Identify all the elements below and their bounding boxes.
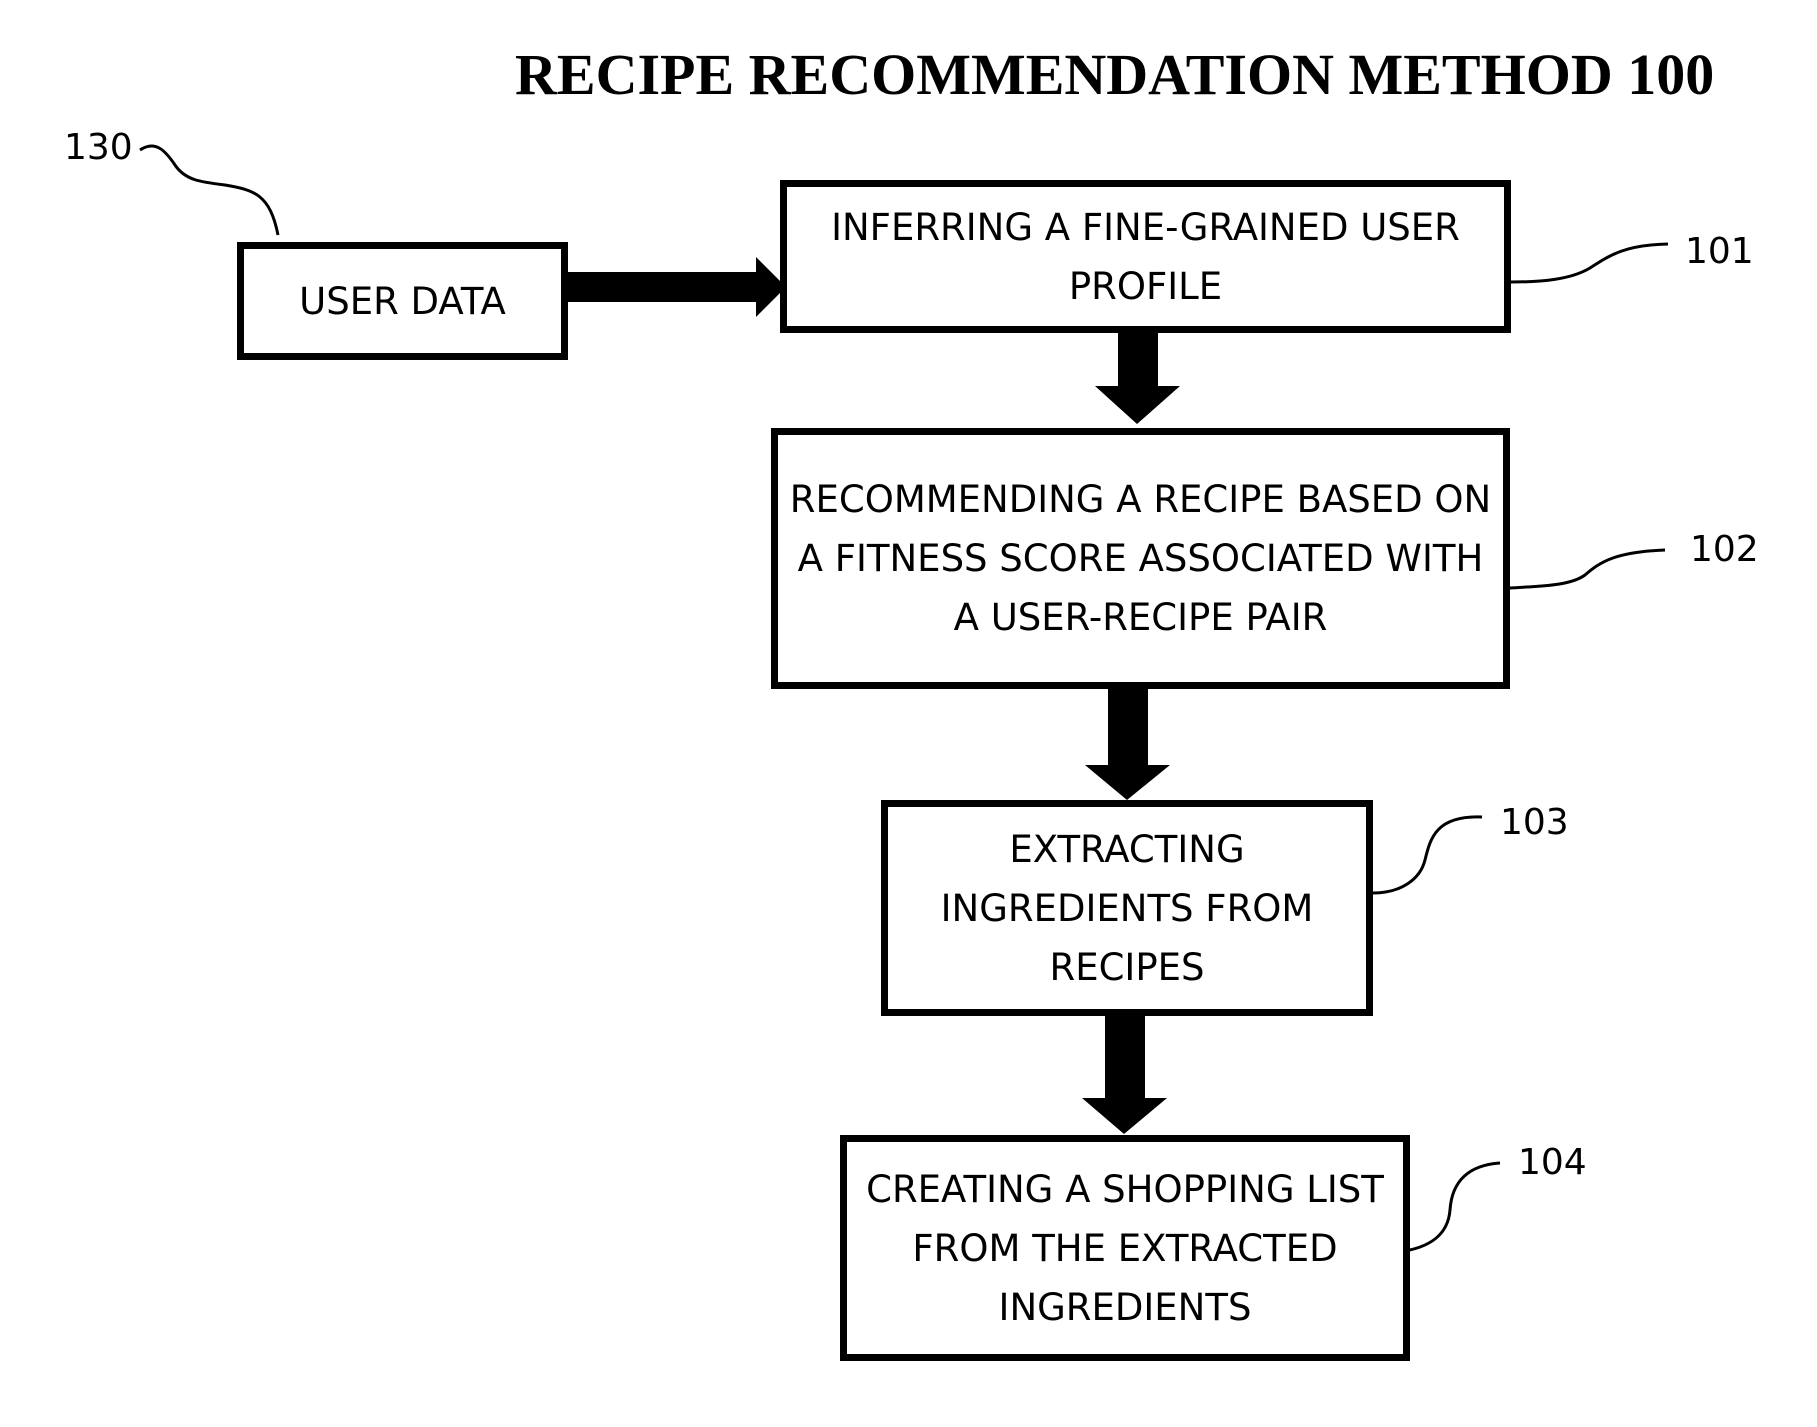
step-101-label: INFERRING A FINE-GRAINED USER PROFILE <box>787 198 1504 316</box>
step-103-label: EXTRACTING INGREDIENTS FROM RECIPES <box>888 820 1366 997</box>
ref-numeral-101: 101 <box>1685 232 1754 272</box>
step-104-label: CREATING A SHOPPING LIST FROM THE EXTRAC… <box>847 1160 1403 1337</box>
step-103-box: EXTRACTING INGREDIENTS FROM RECIPES <box>881 800 1373 1016</box>
diagram-title: RECIPE RECOMMENDATION METHOD 100 <box>515 40 1725 110</box>
step-102-box: RECOMMENDING A RECIPE BASED ON A FITNESS… <box>771 428 1510 689</box>
arrow-103-to-104 <box>1082 1016 1167 1134</box>
step-101-box: INFERRING A FINE-GRAINED USER PROFILE <box>780 180 1511 333</box>
leader-line-102 <box>1510 550 1665 588</box>
user-data-box: USER DATA <box>237 242 568 360</box>
arrow-101-to-102 <box>1095 333 1180 424</box>
step-102-label: RECOMMENDING A RECIPE BASED ON A FITNESS… <box>778 470 1503 647</box>
ref-numeral-102: 102 <box>1690 530 1759 570</box>
arrow-user-data-to-101 <box>568 257 786 317</box>
ref-numeral-130: 130 <box>64 128 133 168</box>
ref-numeral-104: 104 <box>1518 1143 1587 1183</box>
arrow-102-to-103 <box>1085 689 1170 800</box>
leader-line-103 <box>1373 817 1482 893</box>
leader-line-101 <box>1511 244 1668 282</box>
user-data-label: USER DATA <box>289 272 516 331</box>
leader-line-104 <box>1398 1163 1500 1252</box>
leader-line-130 <box>140 146 278 235</box>
step-104-box: CREATING A SHOPPING LIST FROM THE EXTRAC… <box>840 1135 1410 1361</box>
ref-numeral-103: 103 <box>1500 803 1569 843</box>
